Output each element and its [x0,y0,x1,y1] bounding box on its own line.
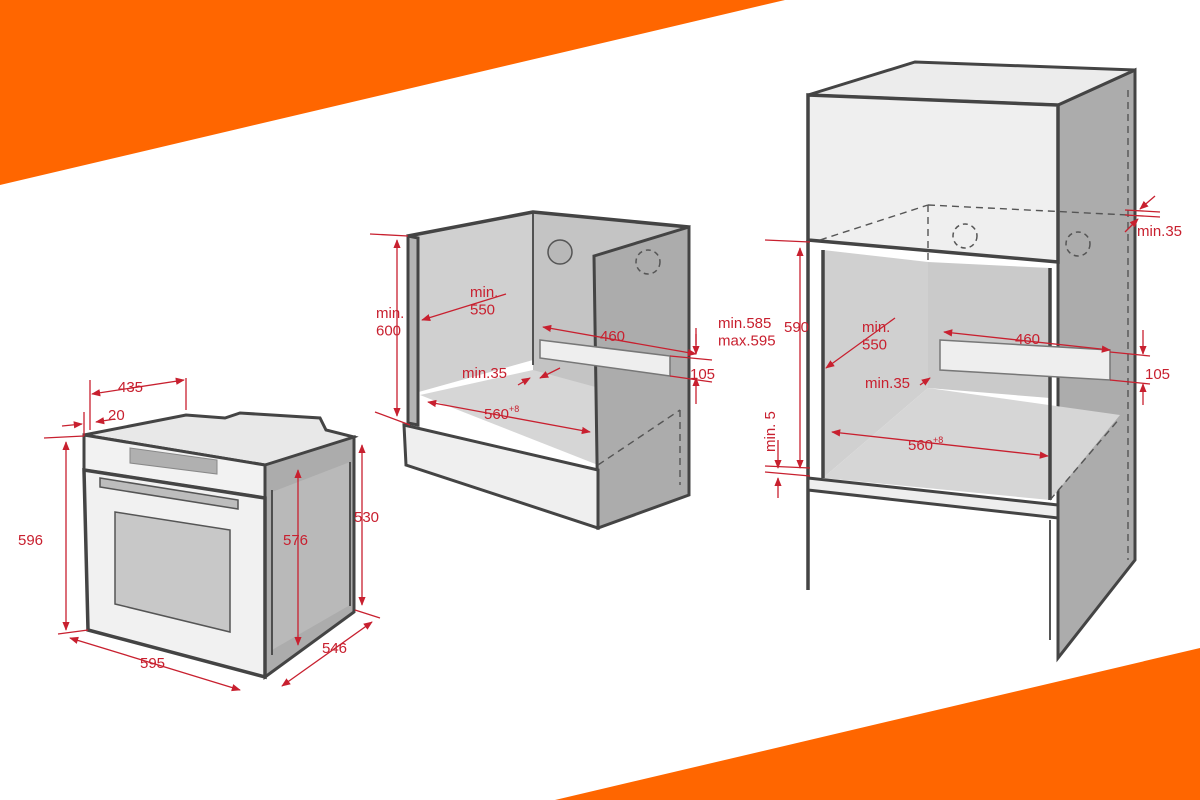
column-niche-back-right [928,262,1050,398]
cabinet-right-side [592,224,691,531]
oven-handle [99,477,239,510]
dim-undercounter-height: min.600 [376,305,404,339]
dimension-labels: 435 20 596 576 530 595 546 min.600 min.5… [18,223,1182,672]
vent-hole-upper [952,223,978,249]
column-niche-base [806,476,1060,520]
oven-window [114,511,231,633]
dim-oven-width-front: 595 [140,655,165,672]
dim-column-width-tolerance: +8 [933,435,943,445]
dim-column-gap: min.35 [865,375,910,392]
dim-column-top-gap: min.35 [1137,223,1182,240]
dim-undercounter-width-tolerance: +8 [509,404,519,414]
dimension-lines [43,195,1161,692]
vent-hole-upper-side [1065,231,1091,257]
dim-column-vent-height: 105 [1145,366,1170,383]
column-cabinet [806,60,1137,663]
dim-oven-height-body: 576 [283,532,308,549]
dim-column-width: 560+8 [908,435,943,454]
dim-undercounter-depth: min.550 [470,284,498,318]
dim-oven-height-side: 530 [354,509,379,526]
orange-banner-top [0,0,785,185]
dim-column-vent-width: 460 [1015,331,1040,348]
cabinet-back-wall [408,212,533,395]
dim-oven-depth: 546 [322,640,347,657]
dim-column-base: min. 5 [762,411,779,452]
oven [82,411,359,680]
dim-undercounter-vent-height: 105 [690,366,715,383]
dim-oven-height-total: 596 [18,532,43,549]
oven-display [129,447,218,475]
oven-side-inner [272,462,350,650]
undercounter-cabinet [402,210,691,531]
dim-undercounter-gap: min.35 [462,365,507,382]
dim-oven-width-top: 435 [118,379,143,396]
dim-column-depth: min.550 [862,319,890,353]
dim-oven-setback: 20 [108,407,125,424]
dim-undercounter-width: 560+8 [484,404,519,423]
column-niche-back [823,250,928,478]
column-upper-box [806,93,1060,264]
vent-hole-back [547,239,573,265]
dim-column-height: 590 [784,319,809,336]
vent-hole-side [635,249,661,275]
orange-banner-bottom [555,648,1200,800]
cabinet-left-side [406,234,420,427]
dim-undercounter-vent-width: 460 [600,328,625,345]
